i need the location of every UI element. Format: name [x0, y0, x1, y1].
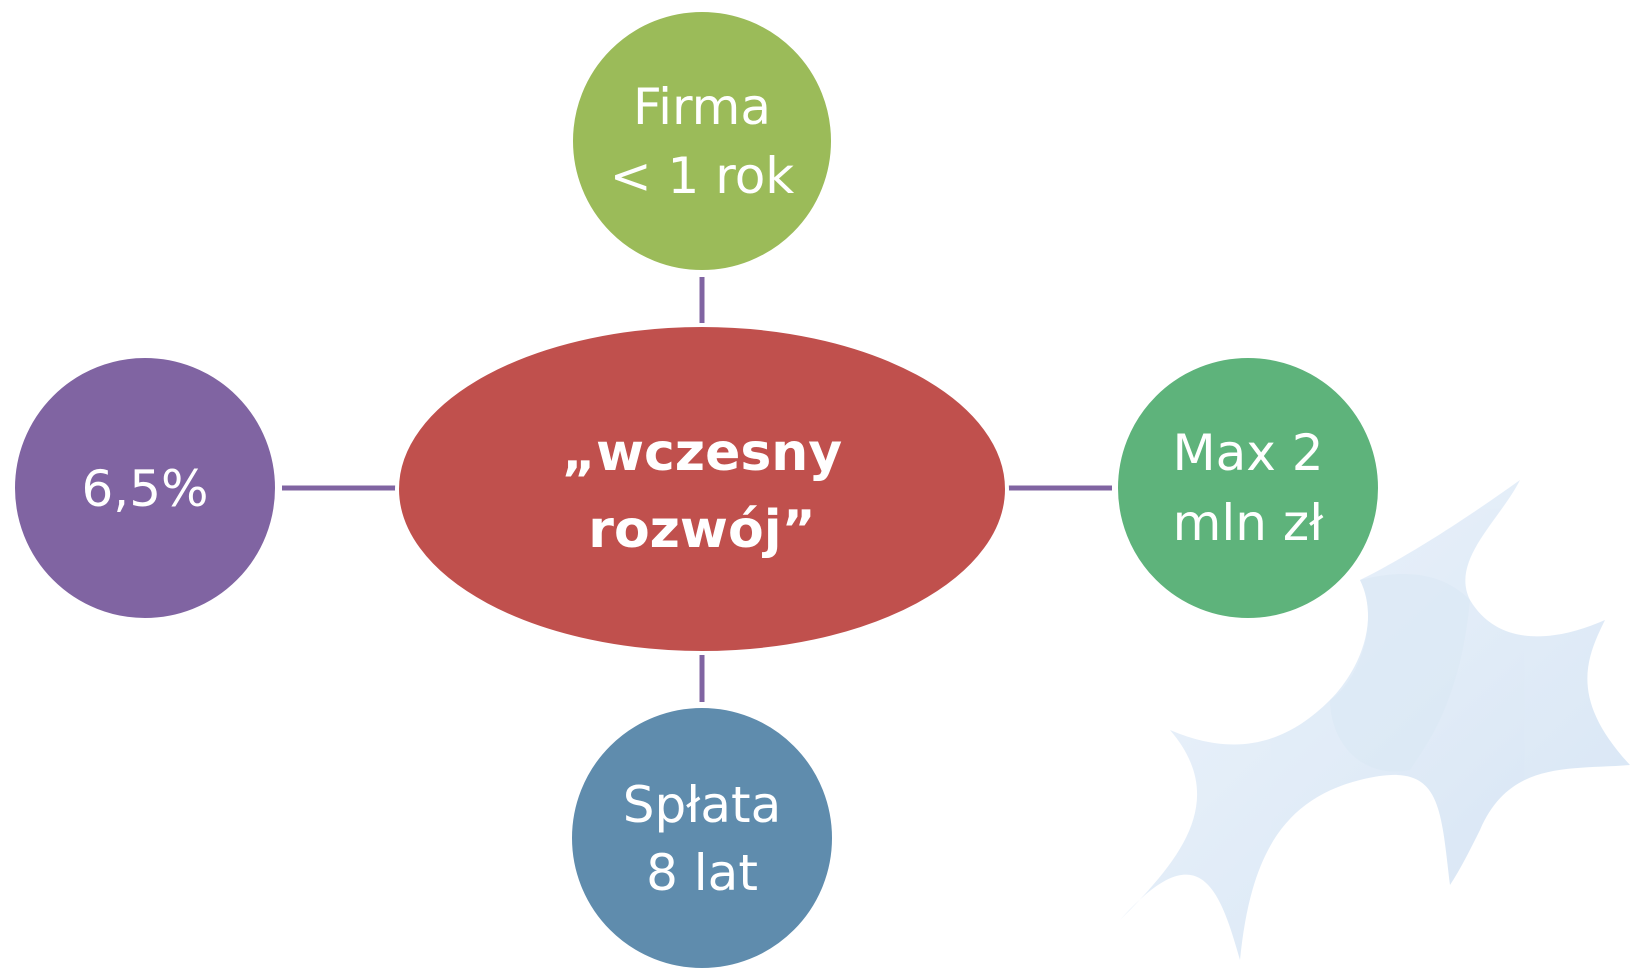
- node-right-line1: Max 2: [1172, 424, 1323, 482]
- node-left: 6,5%: [11, 354, 279, 622]
- node-left-line1: 6,5%: [81, 460, 208, 518]
- node-top: Firma < 1 rok: [569, 8, 835, 274]
- node-right-line2: mln zł: [1173, 494, 1324, 552]
- decorative-star-watermark: [1120, 480, 1630, 960]
- node-center: „wczesny rozwój”: [395, 323, 1009, 655]
- node-right: Max 2 mln zł: [1114, 354, 1382, 622]
- node-center-line1: „wczesny: [562, 423, 842, 483]
- node-bottom-line1: Spłata: [623, 776, 782, 834]
- node-top-line2: < 1 rok: [610, 147, 795, 205]
- node-top-line1: Firma: [633, 78, 771, 136]
- node-center-line2: rozwój”: [588, 500, 815, 560]
- node-bottom: Spłata 8 lat: [568, 704, 836, 969]
- node-bottom-line2: 8 lat: [646, 844, 758, 902]
